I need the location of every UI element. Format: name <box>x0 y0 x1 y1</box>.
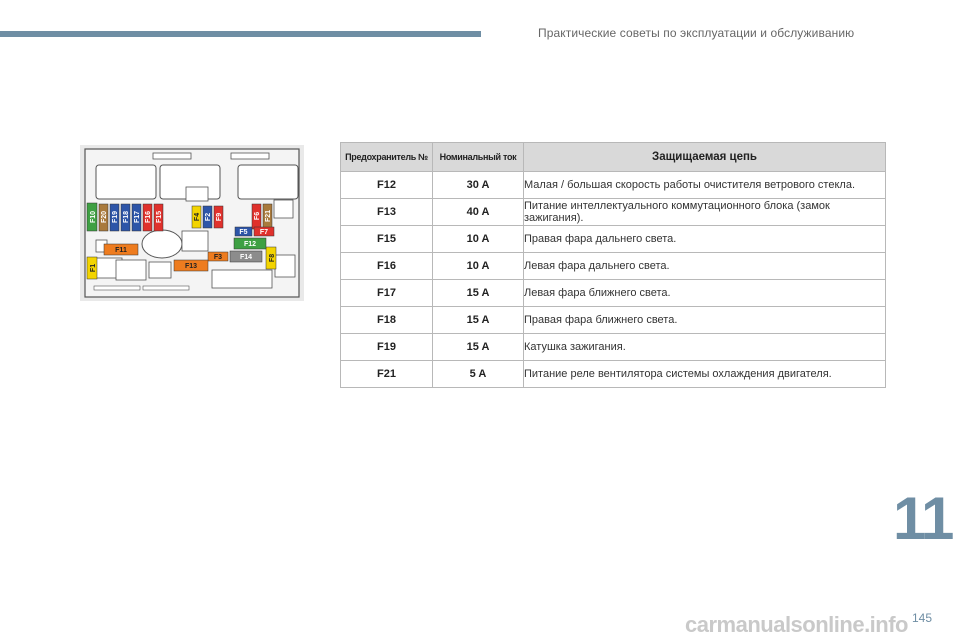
header-circuit: Защищаемая цепь <box>523 142 886 172</box>
fuse-id: F18 <box>340 306 433 334</box>
svg-text:F20: F20 <box>101 211 108 223</box>
fuse-rating: 10 A <box>432 252 524 280</box>
table-row: F18 15 A Правая фара ближнего света. <box>340 306 886 334</box>
table-row: F15 10 A Правая фара дальнего света. <box>340 225 886 253</box>
svg-text:F7: F7 <box>260 229 268 236</box>
fuse-rating: 15 A <box>432 333 524 361</box>
fuse-table: Предохранитель № Номинальный ток Защищае… <box>340 142 886 388</box>
fuse-circuit: Правая фара дальнего света. <box>523 225 886 253</box>
watermark: carmanualsonline.info <box>685 612 909 637</box>
fuse-f19: F19 <box>109 203 120 232</box>
fuse-rating: 30 A <box>432 171 524 199</box>
header-fuse: Предохранитель № <box>340 142 433 172</box>
svg-text:F9: F9 <box>216 213 223 221</box>
fuse-f16: F16 <box>142 203 153 232</box>
fuse-f2: F2 <box>202 205 213 229</box>
fuse-box-diagram: F10 F20 F19 F18 F17 F16 F15 F4 F2 F9 F6 <box>80 145 304 301</box>
fuse-rating: 15 A <box>432 306 524 334</box>
svg-text:F8: F8 <box>269 254 276 262</box>
fuse-id: F17 <box>340 279 433 307</box>
svg-text:F13: F13 <box>185 263 197 270</box>
page-number: 145 <box>912 611 933 625</box>
fuse-circuit: Катушка зажигания. <box>523 333 886 361</box>
fuse-f6: F6 <box>251 203 262 230</box>
table-row: F17 15 A Левая фара ближнего света. <box>340 279 886 307</box>
fuse-circuit: Левая фара ближнего света. <box>523 279 886 307</box>
svg-text:F1: F1 <box>90 264 97 272</box>
fuse-id: F19 <box>340 333 433 361</box>
table-row: F13 40 A Питание интеллектуального комму… <box>340 198 886 226</box>
svg-text:F17: F17 <box>134 211 141 223</box>
fuse-rating: 15 A <box>432 279 524 307</box>
fuse-circuit: Правая фара ближнего света. <box>523 306 886 334</box>
svg-text:F19: F19 <box>112 211 119 223</box>
table-row: F12 30 A Малая / большая скорость работы… <box>340 171 886 199</box>
table-row: F19 15 A Катушка зажигания. <box>340 333 886 361</box>
fuse-id: F13 <box>340 198 433 226</box>
svg-text:F10: F10 <box>90 211 97 223</box>
svg-text:F18: F18 <box>123 211 130 223</box>
header-rating: Номинальный ток <box>432 142 524 172</box>
fuse-circuit: Питание реле вентилятора системы охлажде… <box>523 360 886 388</box>
svg-text:F21: F21 <box>265 210 272 222</box>
svg-text:F2: F2 <box>205 213 212 221</box>
fuse-f7: F7 <box>253 226 275 237</box>
svg-text:F11: F11 <box>115 247 127 254</box>
fuse-id: F16 <box>340 252 433 280</box>
fuse-f10: F10 <box>86 202 98 232</box>
running-title: Практические советы по эксплуатации и об… <box>538 26 855 40</box>
table-header-row: Предохранитель № Номинальный ток Защищае… <box>340 142 886 172</box>
fuse-circuit: Левая фара дальнего света. <box>523 252 886 280</box>
svg-text:F14: F14 <box>240 254 252 261</box>
fuse-f4: F4 <box>191 205 202 229</box>
table-row: F21 5 A Питание реле вентилятора системы… <box>340 360 886 388</box>
fuse-f1: F1 <box>86 256 98 280</box>
svg-text:F4: F4 <box>194 213 201 221</box>
fuse-f14: F14 <box>229 250 263 263</box>
fuse-id: F15 <box>340 225 433 253</box>
svg-text:F6: F6 <box>254 212 261 220</box>
fuse-id: F12 <box>340 171 433 199</box>
header-accent-bar <box>0 31 481 37</box>
fuse-f20: F20 <box>98 203 109 232</box>
fuse-circuit: Малая / большая скорость работы очистите… <box>523 171 886 199</box>
fuse-f17: F17 <box>131 203 142 232</box>
fuse-f3: F3 <box>207 251 229 262</box>
fuse-circuit: Питание интеллектуального коммутационног… <box>523 198 886 226</box>
fuse-rating: 10 A <box>432 225 524 253</box>
svg-text:F16: F16 <box>145 211 152 223</box>
chapter-number: 11 <box>893 485 954 552</box>
svg-text:F3: F3 <box>214 254 222 261</box>
fuse-f9: F9 <box>213 205 224 229</box>
fuse-f15: F15 <box>153 203 164 232</box>
fuse-f5: F5 <box>234 226 253 237</box>
fuse-f12: F12 <box>233 237 267 250</box>
fuse-rating: 5 A <box>432 360 524 388</box>
fuse-f21: F21 <box>262 203 273 230</box>
fuse-f8: F8 <box>265 246 277 270</box>
fuse-f11: F11 <box>103 243 139 256</box>
svg-text:F5: F5 <box>239 229 247 236</box>
fuse-id: F21 <box>340 360 433 388</box>
fuse-f13: F13 <box>173 259 209 272</box>
svg-text:F15: F15 <box>156 211 163 223</box>
table-row: F16 10 A Левая фара дальнего света. <box>340 252 886 280</box>
fuse-f18: F18 <box>120 203 131 232</box>
fuse-rating: 40 A <box>432 198 524 226</box>
svg-text:F12: F12 <box>244 241 256 248</box>
